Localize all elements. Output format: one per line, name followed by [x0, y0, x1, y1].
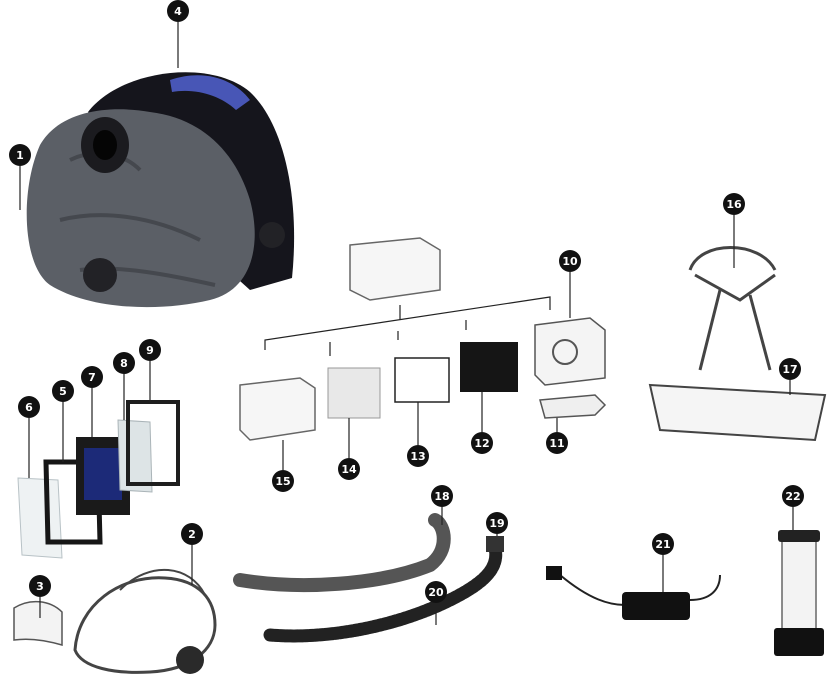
helmet-assembly	[26, 72, 295, 308]
helmet-shell-highlight	[170, 75, 250, 110]
filter-housing-port	[552, 339, 578, 365]
callout-badge-2: 2	[181, 523, 203, 545]
callout-badge-6: 6	[18, 396, 40, 418]
callout-badge-20: 20	[425, 581, 447, 603]
inner-cover-lens	[117, 419, 153, 493]
flow-tube-base	[774, 628, 824, 656]
filter-latch	[539, 394, 607, 419]
chin-knob	[83, 258, 117, 292]
pre-filter-mesh	[327, 367, 381, 419]
belt-harness	[648, 246, 827, 442]
callout-badge-10: 10	[559, 250, 581, 272]
air-inlet-bore	[93, 130, 117, 160]
callout-badge-15: 15	[272, 470, 294, 492]
tube-cover	[233, 513, 451, 592]
breathing-tube	[263, 541, 503, 643]
callout-badge-7: 7	[81, 366, 103, 388]
charger-plug	[546, 566, 562, 580]
spark-arrestor	[394, 357, 450, 403]
filter-assembly	[239, 237, 607, 441]
callout-badge-13: 13	[407, 445, 429, 467]
airflow-indicator	[774, 530, 824, 656]
callout-badge-16: 16	[723, 193, 745, 215]
callout-badge-11: 11	[546, 432, 568, 454]
lens-holder-frame	[126, 400, 180, 486]
callout-badge-3: 3	[29, 575, 51, 597]
charger-cord	[559, 574, 721, 606]
callout-badge-21: 21	[652, 533, 674, 555]
auto-darkening-filter-window	[84, 448, 122, 500]
hood	[26, 109, 255, 308]
tube-connector	[486, 536, 504, 552]
callout-badge-4: 4	[167, 0, 189, 22]
leader-lines	[19, 22, 794, 625]
pre-filter-cover	[239, 377, 316, 441]
callout-badge-18: 18	[431, 485, 453, 507]
flow-tube-cap	[778, 530, 820, 542]
callout-badge-17: 17	[779, 358, 801, 380]
headgear-strap	[119, 568, 206, 596]
headgear	[73, 568, 217, 674]
outer-cover-lens	[17, 477, 63, 559]
callout-badge-9: 9	[139, 339, 161, 361]
flow-tube	[781, 534, 817, 631]
battery-charger	[546, 566, 721, 620]
callout-badge-14: 14	[338, 458, 360, 480]
shoulder-straps	[688, 246, 777, 371]
headgear-band	[73, 576, 217, 674]
charger-brick	[622, 592, 690, 620]
headgear-ratchet	[176, 646, 204, 674]
spare-filter-cartridge	[349, 237, 441, 301]
callout-badge-19: 19	[486, 512, 508, 534]
callout-badge-1: 1	[9, 144, 31, 166]
callout-badge-22: 22	[782, 485, 804, 507]
filter-bracket-lines	[264, 296, 551, 356]
lens-stack	[17, 400, 180, 559]
callout-badge-5: 5	[52, 380, 74, 402]
breathing-tube-set	[233, 513, 504, 643]
callout-badge-8: 8	[113, 352, 135, 374]
waist-belt	[648, 383, 827, 442]
sweatband	[13, 600, 63, 647]
callout-badge-12: 12	[471, 432, 493, 454]
filter-housing	[534, 317, 606, 386]
particle-filter	[460, 342, 518, 392]
side-knob	[259, 222, 285, 248]
